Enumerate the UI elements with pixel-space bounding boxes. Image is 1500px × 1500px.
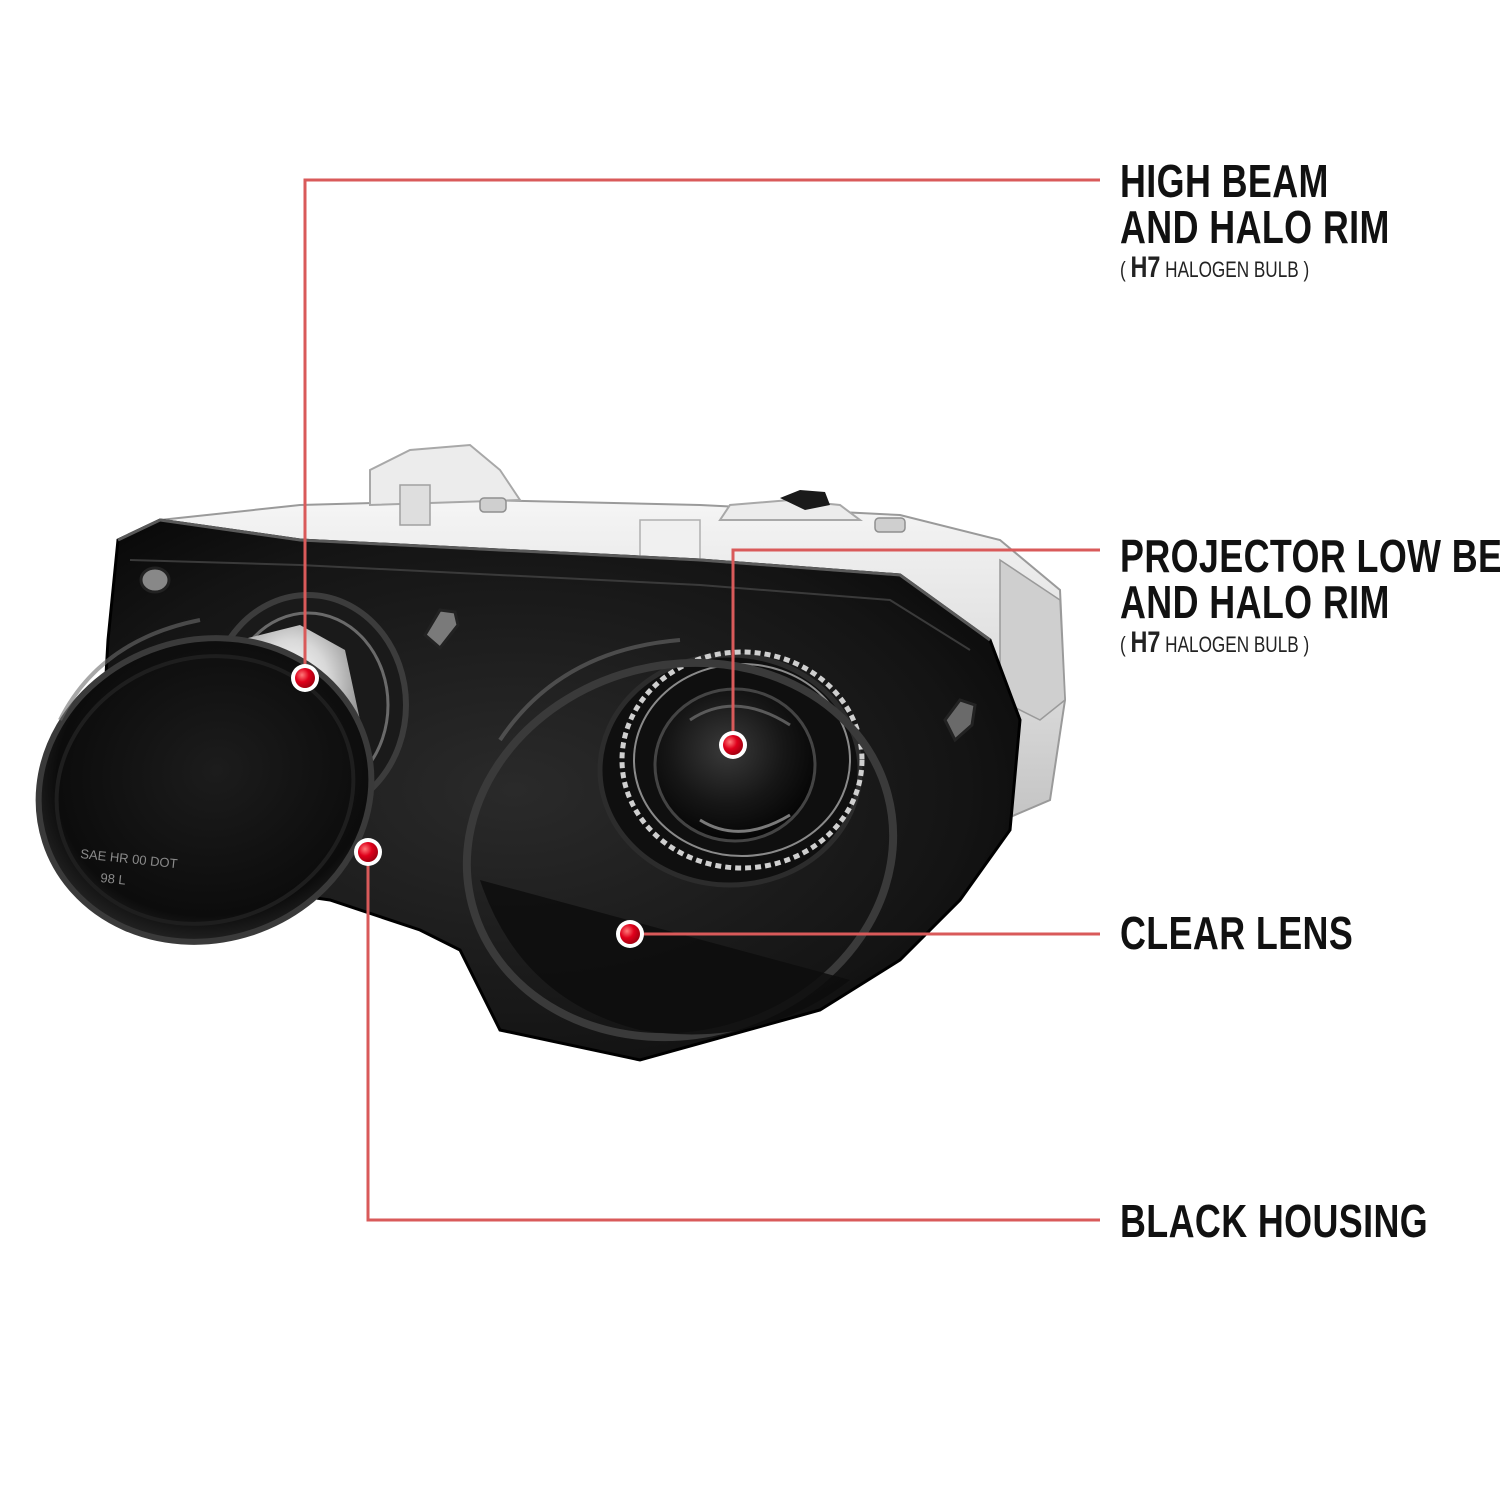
callout-black-housing-title: BLACK HOUSING xyxy=(1120,1195,1429,1247)
callout-clear-lens: CLEAR LENS xyxy=(1120,910,1353,956)
callout-projector: PROJECTOR LOW BEAM AND HALO RIM ( H7 HAL… xyxy=(1120,533,1500,659)
leader-lines xyxy=(303,178,1100,1222)
high-beam-lens: SAE HR 00 DOT 98 L xyxy=(35,618,375,945)
halo-rim-ring xyxy=(619,649,865,871)
projector-low-beam xyxy=(597,649,865,888)
callout-high-beam-title-line1: HIGH BEAM xyxy=(1120,155,1329,207)
leader-line-housing xyxy=(366,852,1100,1222)
marker-dot-clear-lens xyxy=(616,920,644,948)
callout-projector-title-line2: AND HALO RIM xyxy=(1120,576,1390,628)
marker-dots xyxy=(291,664,747,948)
marker-dot-housing xyxy=(354,838,382,866)
callout-high-beam-title-line2: AND HALO RIM xyxy=(1120,201,1390,253)
callout-projector-title-line1: PROJECTOR LOW BEAM xyxy=(1120,530,1500,582)
callout-high-beam-note: ( H7 HALOGEN BULB ) xyxy=(1120,251,1310,284)
callout-high-beam: HIGH BEAM AND HALO RIM ( H7 HALOGEN BULB… xyxy=(1120,158,1390,284)
leader-line-high-beam xyxy=(303,178,1100,678)
leader-line-projector xyxy=(731,548,1100,745)
lens-marking-side: 98 L xyxy=(100,870,127,888)
callout-clear-lens-title: CLEAR LENS xyxy=(1120,907,1354,959)
housing-tabs xyxy=(139,566,977,743)
callout-projector-note: ( H7 HALOGEN BULB ) xyxy=(1120,626,1310,659)
marker-dot-high-beam xyxy=(291,664,319,692)
callout-black-housing: BLACK HOUSING xyxy=(1120,1198,1428,1244)
marker-dot-projector xyxy=(719,731,747,759)
clear-lens-shape xyxy=(462,638,898,1042)
